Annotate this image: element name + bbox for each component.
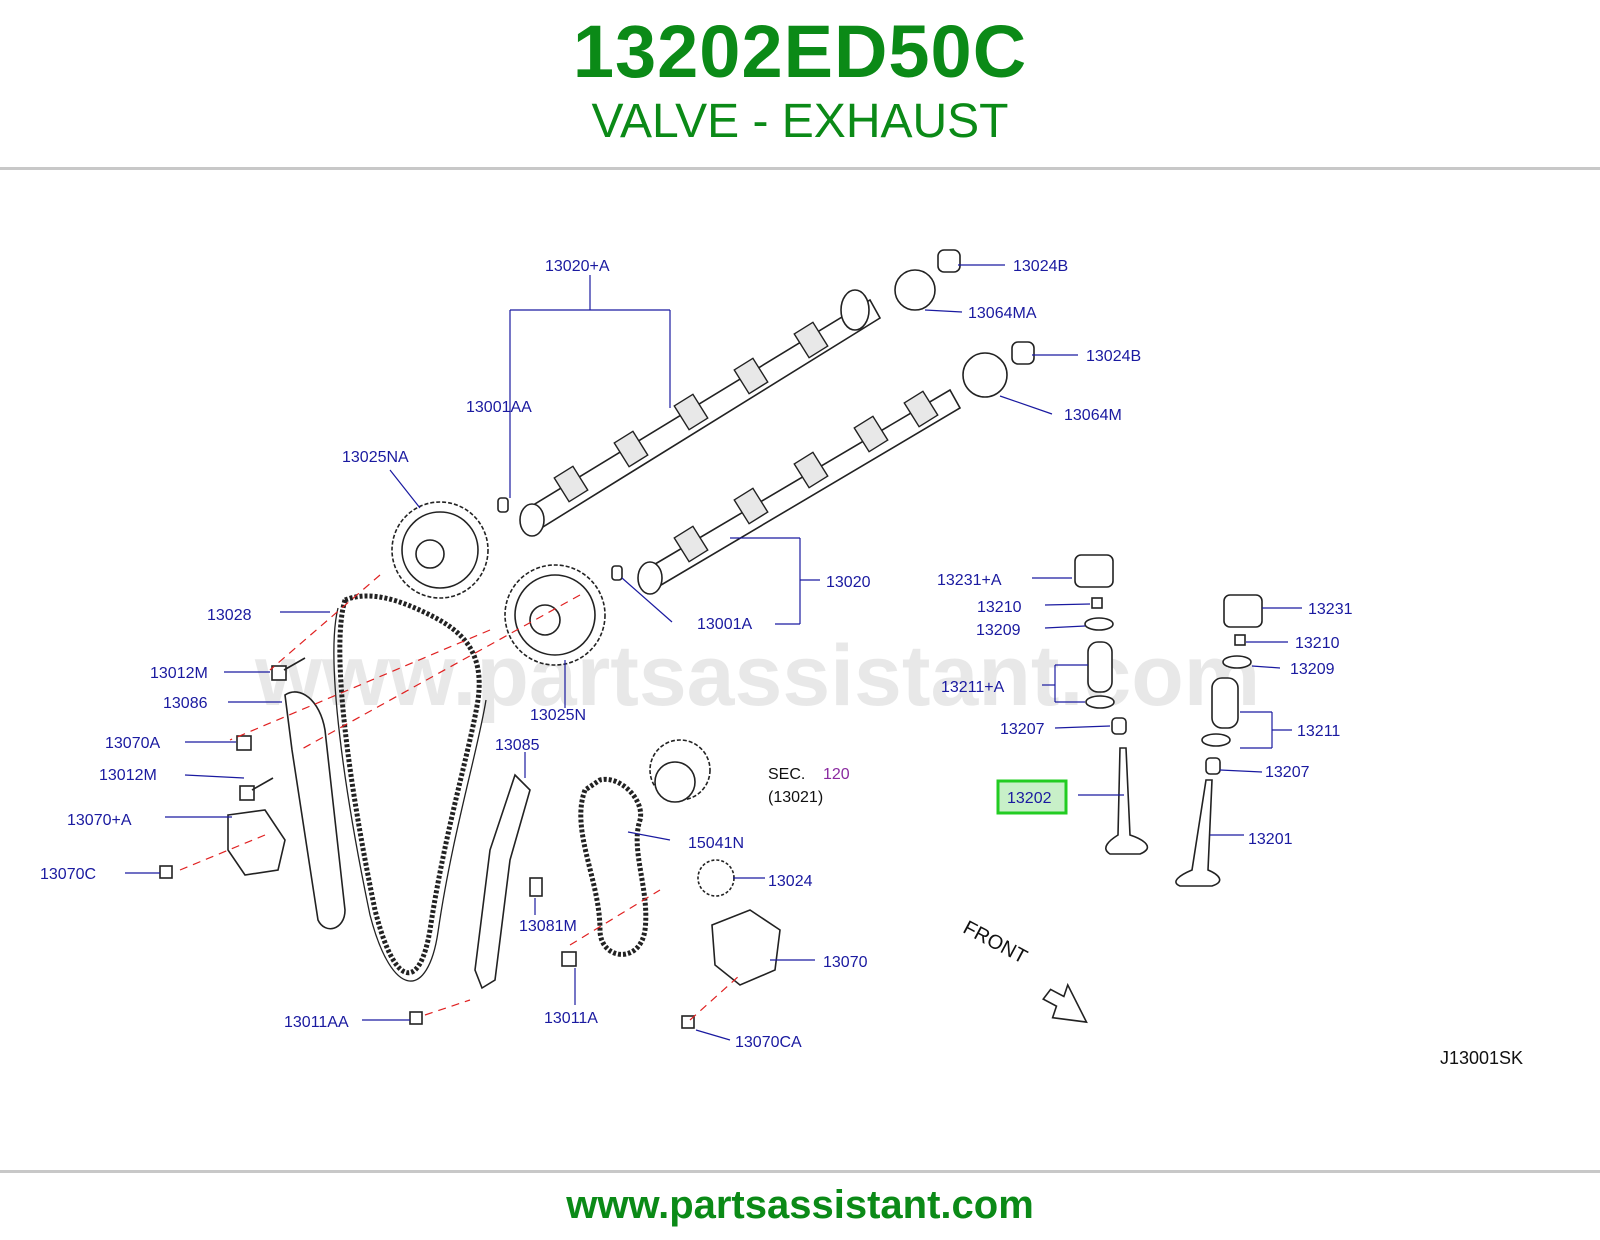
callout-13012m-upper[interactable]: 13012M <box>150 665 208 682</box>
callout-13211[interactable]: 13211 <box>1297 723 1340 740</box>
callout-13011aa[interactable]: 13011AA <box>284 1014 349 1031</box>
front-label: FRONT <box>959 917 1030 969</box>
intake-camshaft-icon <box>519 289 882 537</box>
bolt-13012m-upper-icon <box>271 665 287 681</box>
sec-ref: (13021) <box>768 789 823 806</box>
callout-13024[interactable]: 13024 <box>768 873 813 890</box>
callout-13086[interactable]: 13086 <box>163 695 208 712</box>
highlighted-part-label: 13202 <box>1007 790 1052 807</box>
chain-13028-icon <box>337 593 482 976</box>
callout-13207-right[interactable]: 13207 <box>1265 764 1310 781</box>
callout-13025n[interactable]: 13025N <box>530 707 586 724</box>
retainer-13209-2-icon <box>1222 655 1252 669</box>
callout-13211-a[interactable]: 13211+A <box>941 679 1005 696</box>
cap-13024b-upper-icon <box>937 249 961 273</box>
callout-13231[interactable]: 13231 <box>1308 601 1353 618</box>
callout-13070ca[interactable]: 13070CA <box>735 1034 802 1051</box>
callout-13201[interactable]: 13201 <box>1248 831 1293 848</box>
callout-13064ma[interactable]: 13064MA <box>968 305 1037 322</box>
parts-diagram: www.partsassistant.com <box>40 249 1523 1068</box>
guide-13086-icon <box>284 691 346 930</box>
bolt-13012m-lower-icon <box>239 785 255 801</box>
sec-label: SEC. <box>768 766 805 783</box>
plate-13064ma-icon <box>894 269 936 311</box>
callout-13012m-lower[interactable]: 13012M <box>99 767 157 784</box>
callout-13001aa[interactable]: 13001AA <box>466 399 532 416</box>
seat-13211-a-icon <box>1085 695 1115 709</box>
callout-13011a[interactable]: 13011A <box>544 1010 598 1027</box>
part-name-subtitle: VALVE - EXHAUST <box>591 95 1009 148</box>
callout-13070c[interactable]: 13070C <box>40 866 96 883</box>
dowel-13001a-icon <box>611 565 623 581</box>
callout-13209-left[interactable]: 13209 <box>976 622 1021 639</box>
cotter-13210-2-icon <box>1234 634 1246 646</box>
spring-13211-icon <box>1211 677 1239 729</box>
callout-13024b-upper[interactable]: 13024B <box>1013 258 1068 275</box>
footer-url-link[interactable]: www.partsassistant.com <box>566 1183 1034 1227</box>
callout-13070a[interactable]: 13070A <box>105 735 160 752</box>
diagram-code: J13001SK <box>1440 1048 1523 1068</box>
callout-13070[interactable]: 13070 <box>823 954 868 971</box>
gear-13024-icon <box>697 859 735 897</box>
callout-13085[interactable]: 13085 <box>495 737 540 754</box>
seal-13207-2-icon <box>1205 757 1221 775</box>
callout-13025na[interactable]: 13025NA <box>342 449 409 466</box>
seat-13211-icon <box>1201 733 1231 747</box>
bolt-13070a-icon <box>236 735 252 751</box>
dowel-13001aa-icon <box>497 497 509 513</box>
retainer-13209-1-icon <box>1084 617 1114 631</box>
lifter-13231-a-icon <box>1074 554 1114 588</box>
leader-lines <box>125 264 1302 1041</box>
guide-13085-icon <box>474 773 531 990</box>
front-arrow-icon <box>1042 982 1088 1024</box>
header-divider <box>0 167 1600 170</box>
plate-13064m-icon <box>962 352 1008 398</box>
callout-13210-right[interactable]: 13210 <box>1295 635 1340 652</box>
highlighted-callout-13202[interactable]: 13202 <box>996 779 1068 815</box>
pin-13081m-icon <box>529 877 543 897</box>
exhaust-camshaft-icon <box>637 388 962 595</box>
callout-13028[interactable]: 13028 <box>207 607 252 624</box>
sec-number-link[interactable]: 120 <box>823 766 850 783</box>
chain-13028-inner-icon <box>333 607 487 982</box>
callout-13020[interactable]: 13020 <box>826 574 871 591</box>
callout-15041n[interactable]: 15041N <box>688 835 744 852</box>
cap-13024b-lower-icon <box>1011 341 1035 365</box>
lifter-13231-icon <box>1223 594 1263 628</box>
callout-13070-a[interactable]: 13070+A <box>67 812 132 829</box>
intake-valve-13201-icon <box>1175 779 1221 887</box>
spring-13211-a-icon <box>1087 641 1113 693</box>
callout-13020-a[interactable]: 13020+A <box>545 258 610 275</box>
sprocket-13025n-icon <box>504 564 606 666</box>
tensioner-13070a-icon <box>227 809 286 876</box>
exhaust-valve-13202-icon <box>1105 747 1149 855</box>
bolt-13070c-icon <box>159 865 173 879</box>
bolt-13011a-icon <box>561 951 577 967</box>
callout-13024b-lower[interactable]: 13024B <box>1086 348 1141 365</box>
chain-15041n-icon <box>578 776 649 957</box>
sprocket-13025na-icon <box>391 501 489 599</box>
callout-13081m[interactable]: 13081M <box>519 918 577 935</box>
callout-13207-left[interactable]: 13207 <box>1000 721 1045 738</box>
bolt-13011aa-icon <box>409 1011 423 1025</box>
gear-13021-inner-icon <box>654 761 696 803</box>
part-number-title: 13202ED50C <box>572 10 1028 93</box>
footer-divider <box>0 1170 1600 1173</box>
callout-13231-a[interactable]: 13231+A <box>937 572 1002 589</box>
callout-13001a[interactable]: 13001A <box>697 616 752 633</box>
tensioner-13070-icon <box>711 909 781 986</box>
callout-13209-right[interactable]: 13209 <box>1290 661 1335 678</box>
cotter-13210-1-icon <box>1091 597 1103 609</box>
page-header: 13202ED50C VALVE - EXHAUST <box>0 0 1600 168</box>
callout-13210-left[interactable]: 13210 <box>977 599 1022 616</box>
callout-13064m[interactable]: 13064M <box>1064 407 1122 424</box>
seal-13207-1-icon <box>1111 717 1127 735</box>
